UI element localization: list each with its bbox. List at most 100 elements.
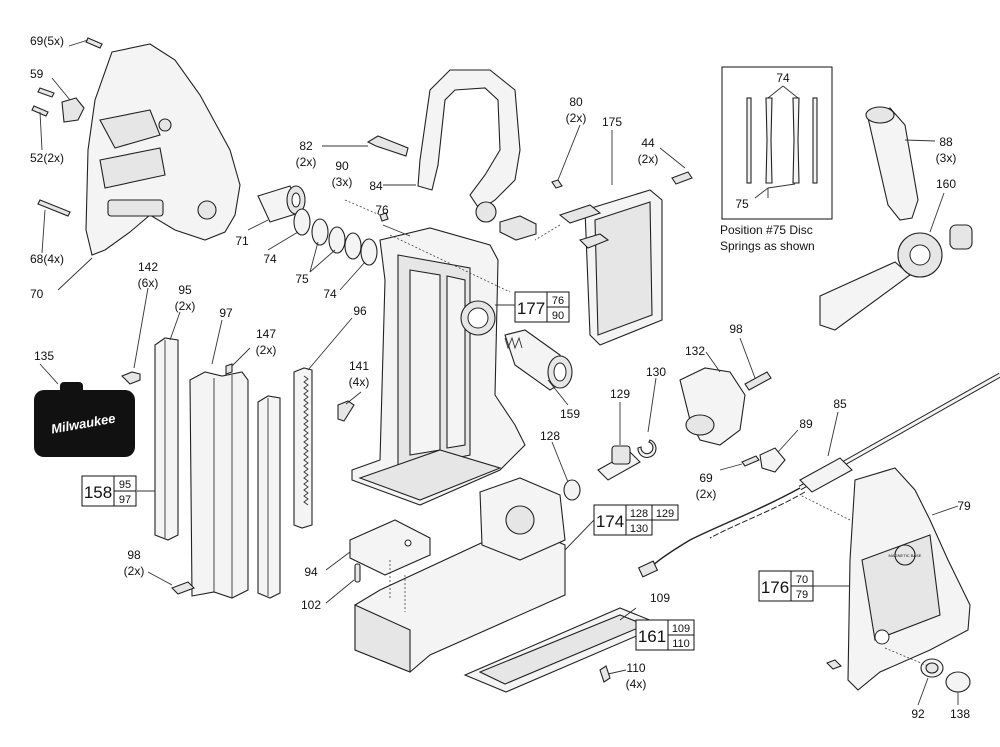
kit-177-sub1: 76 [552, 295, 564, 307]
label-92: 92 [911, 707, 925, 721]
kit-174-sub2: 129 [656, 508, 674, 520]
label-147-2x: (2x) [256, 343, 277, 357]
screw-part-69-right [741, 455, 760, 467]
screw-part-142 [121, 371, 141, 385]
label-69-right-2x: (2x) [696, 487, 717, 501]
bushing-part-71 [257, 185, 306, 223]
label-88: 88 [939, 135, 953, 149]
label-75: 75 [295, 272, 309, 286]
kit-176-main: 176 [761, 578, 789, 597]
label-160: 160 [936, 177, 956, 191]
kit-174-sub1: 128 [630, 508, 648, 520]
label-71: 71 [235, 234, 249, 248]
disc-spring-inset: 74 75 [721, 66, 833, 220]
screw-part-147 [225, 363, 233, 375]
label-70: 70 [30, 287, 44, 301]
label-110-4x: (4x) [626, 677, 647, 691]
rail-part-97 [189, 371, 249, 599]
label-82: 82 [299, 139, 313, 153]
label-130: 130 [646, 365, 666, 379]
label-98-right: 98 [729, 322, 743, 336]
label-95-2x: (2x) [175, 299, 196, 313]
kit-158-main: 158 [84, 483, 112, 502]
handle-part-84 [417, 69, 521, 223]
clamp-knob-part-132 [679, 367, 746, 446]
carrying-case-part-135: Milwaukee [34, 382, 135, 457]
label-80: 80 [569, 95, 583, 109]
kit-box-158: 158 95 97 [81, 475, 137, 507]
label-142: 142 [138, 260, 158, 274]
circuit-board-part-175 [558, 189, 663, 346]
inset-top-label: 74 [776, 71, 790, 85]
label-147: 147 [256, 327, 276, 341]
cable-part-85 [637, 372, 1000, 578]
label-141: 141 [349, 359, 369, 373]
label-95: 95 [178, 283, 192, 297]
label-109: 109 [650, 591, 670, 605]
rail-part-95-right [257, 395, 281, 599]
kit-box-176: 176 70 79 [758, 570, 814, 602]
lever-part-160 [819, 224, 973, 331]
screw-part-141 [337, 400, 355, 422]
circlip-part-130 [637, 439, 657, 459]
kit-177-sub2: 90 [552, 310, 564, 322]
label-159: 159 [560, 407, 580, 421]
nameplate-text: MAGNETIC BASE [889, 553, 922, 558]
label-175: 175 [602, 115, 622, 129]
label-138: 138 [950, 707, 970, 721]
mount-part-94 [349, 519, 431, 576]
label-79: 79 [957, 499, 971, 513]
clip-part-89 [759, 447, 786, 473]
pin-part-102 [354, 563, 361, 583]
label-98-left-2x: (2x) [124, 564, 145, 578]
screw-part-98-left [171, 581, 195, 595]
washer-stack-74-75 [293, 208, 378, 266]
label-97: 97 [219, 306, 233, 320]
label-44-2x: (2x) [638, 152, 659, 166]
kit-box-174: 174 128 129 130 [593, 504, 679, 536]
label-94: 94 [304, 565, 318, 579]
kit-174-main: 174 [596, 512, 624, 531]
kit-161-sub2: 110 [672, 638, 690, 650]
rack-part-96 [293, 367, 313, 529]
screw-part-76-extra [499, 215, 537, 241]
label-69-5x: 69(5x) [30, 34, 64, 48]
callout-labels: 69(5x) 59 52(2x) 68(4x) 70 142 (6x) 95 (… [30, 34, 971, 721]
end-cover-part-79: MAGNETIC BASE [826, 467, 971, 691]
label-128: 128 [540, 429, 560, 443]
label-52-2x: 52(2x) [30, 151, 64, 165]
label-141-4x: (4x) [349, 375, 370, 389]
label-90-3x: (3x) [332, 175, 353, 189]
rail-part-95-left [154, 337, 179, 541]
cap-part-138 [945, 671, 971, 693]
label-59: 59 [30, 67, 44, 81]
kit-158-sub2: 97 [119, 494, 131, 506]
kit-176-sub1: 70 [796, 574, 808, 586]
screw-part-98-right [744, 371, 772, 391]
label-74-a: 74 [263, 252, 277, 266]
label-89: 89 [799, 417, 813, 431]
label-88-3x: (3x) [936, 151, 957, 165]
label-74-b: 74 [323, 287, 337, 301]
motor-part-159 [504, 329, 573, 391]
screw-part-90 [379, 212, 389, 222]
label-132: 132 [685, 344, 705, 358]
button-part-92 [920, 658, 944, 678]
knob-part-88 [865, 106, 919, 221]
label-69-right: 69 [699, 471, 713, 485]
screw-part-44 [671, 171, 693, 185]
inset-bottom-label: 75 [735, 197, 749, 211]
label-80-2x: (2x) [566, 111, 587, 125]
inset-caption-line2: Springs as shown [720, 239, 815, 253]
screws-group-left [31, 37, 103, 217]
kit-161-main: 161 [638, 627, 666, 646]
main-housing-part-76 [351, 227, 526, 506]
label-110: 110 [626, 661, 645, 675]
base-housing [354, 477, 566, 673]
label-98-left: 98 [127, 548, 141, 562]
screw-part-82 [366, 135, 409, 157]
kit-box-161: 161 109 110 [635, 619, 695, 651]
label-68-4x: 68(4x) [30, 252, 64, 266]
kit-174-sub3: 130 [630, 523, 648, 535]
